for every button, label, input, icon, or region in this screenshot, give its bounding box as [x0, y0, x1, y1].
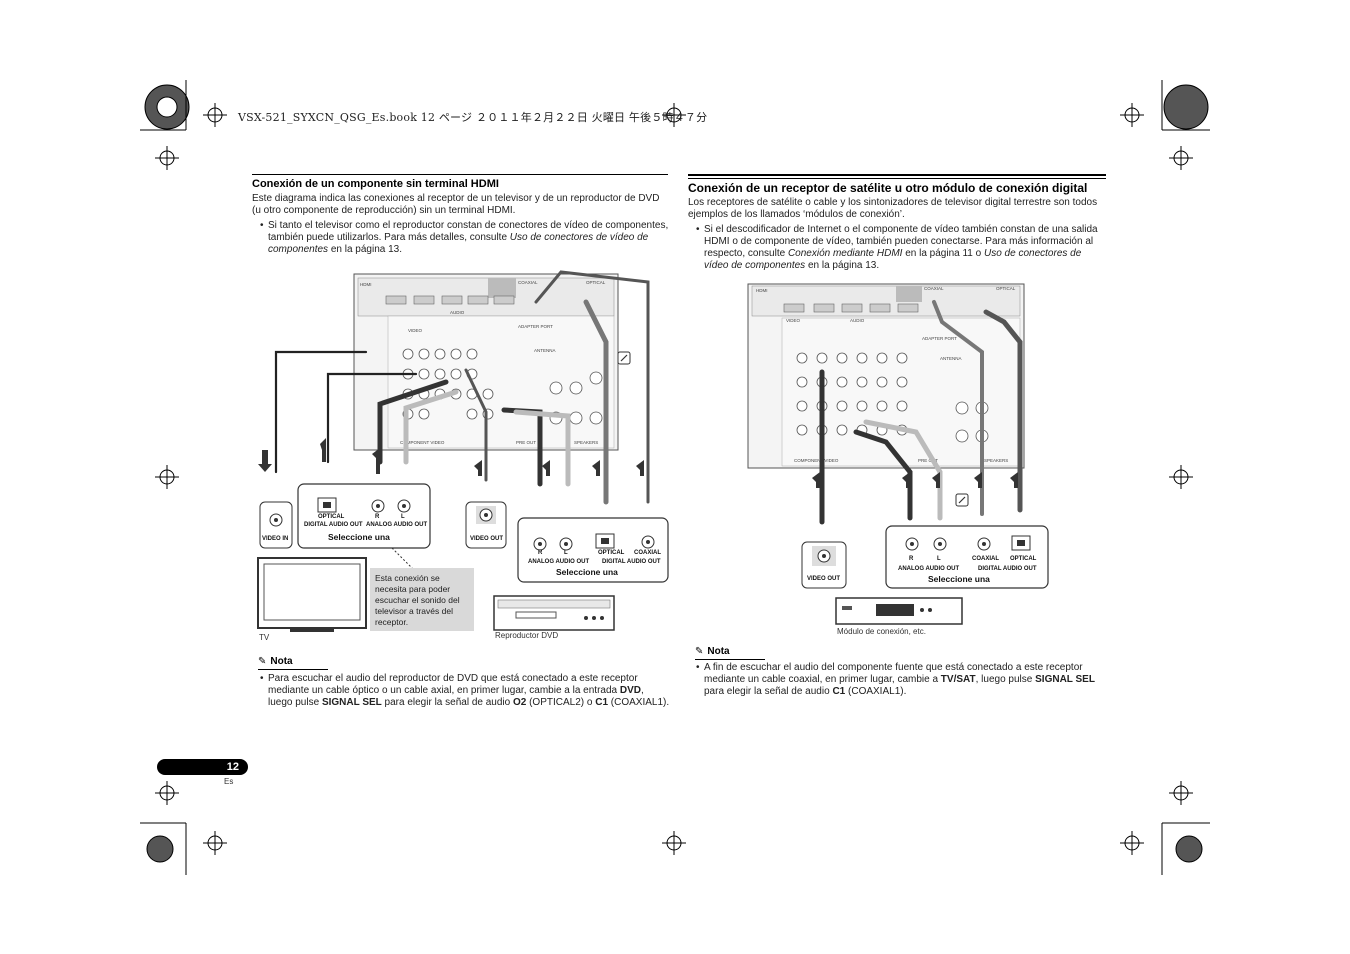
- tv-caption: TV: [259, 633, 270, 642]
- tv-r-label: R: [375, 514, 380, 520]
- svg-text:OPTICAL: OPTICAL: [996, 286, 1016, 291]
- tv-digital-audio-out-label: DIGITAL AUDIO OUT: [304, 522, 363, 528]
- left-bullet: • Si tanto el televisor como el reproduc…: [260, 220, 669, 255]
- crosshair-target-icon: [155, 465, 179, 489]
- tv-video-in-label: VIDEO IN: [262, 536, 288, 542]
- left-nota-rule: [258, 669, 328, 670]
- left-section-title: Conexión de un componente sin terminal H…: [252, 178, 499, 190]
- pencil-note-icon: [617, 351, 631, 365]
- crosshair-target-icon: [203, 831, 227, 855]
- svg-text:COMPONENT VIDEO: COMPONENT VIDEO: [794, 458, 839, 463]
- tv-analog-audio-out-label: ANALOG AUDIO OUT: [366, 522, 427, 528]
- registration-starburst-icon: [1175, 835, 1203, 863]
- pencil-note-icon: ✎: [258, 656, 267, 667]
- svg-text:ANTENNA: ANTENNA: [534, 348, 556, 353]
- right-nota-title: ✎Nota: [695, 646, 730, 657]
- crosshair-target-icon: [1120, 103, 1144, 127]
- svg-text:VIDEO: VIDEO: [786, 318, 801, 323]
- module-analog-audio-out-label: ANALOG AUDIO OUT: [898, 566, 959, 572]
- dvd-analog-audio-out-label: ANALOG AUDIO OUT: [528, 559, 589, 565]
- crosshair-target-icon: [662, 103, 686, 127]
- svg-text:ANTENNA: ANTENNA: [940, 356, 962, 361]
- right-top-rule-2: [688, 178, 1106, 179]
- dvd-player-icon: [493, 595, 615, 631]
- svg-text:SPEAKERS: SPEAKERS: [984, 458, 1008, 463]
- crosshair-target-icon: [662, 831, 686, 855]
- tv-l-label: L: [401, 514, 405, 520]
- right-top-rule: [688, 174, 1106, 176]
- module-caption: Módulo de conexión, etc.: [837, 627, 926, 636]
- set-top-box-icon: [835, 597, 963, 625]
- svg-text:HDMI: HDMI: [360, 282, 372, 287]
- svg-text:AUDIO: AUDIO: [850, 318, 865, 323]
- crosshair-target-icon: [1169, 781, 1193, 805]
- registration-starburst-icon: [146, 835, 174, 863]
- tv-connection-note: Esta conexión se necesita para poder esc…: [370, 568, 474, 631]
- crosshair-target-icon: [155, 781, 179, 805]
- svg-text:PRE OUT: PRE OUT: [516, 440, 536, 445]
- svg-text:VIDEO: VIDEO: [408, 328, 423, 333]
- svg-text:SPEAKERS: SPEAKERS: [574, 440, 598, 445]
- dvd-l-label: L: [564, 550, 568, 556]
- crosshair-target-icon: [203, 103, 227, 127]
- dvd-select-one-label: Seleccione una: [556, 567, 618, 577]
- pencil-note-icon: [955, 493, 969, 507]
- module-l-label: L: [937, 556, 941, 562]
- module-digital-audio-out-label: DIGITAL AUDIO OUT: [978, 566, 1037, 572]
- right-intro: Los receptores de satélite o cable y los…: [688, 197, 1098, 220]
- module-optical-label: OPTICAL: [1010, 556, 1037, 562]
- svg-text:PRE OUT: PRE OUT: [918, 458, 938, 463]
- dvd-video-out-label: VIDEO OUT: [470, 536, 503, 542]
- svg-text:ADAPTER PORT: ADAPTER PORT: [922, 336, 957, 341]
- svg-text:COAXIAL: COAXIAL: [518, 280, 538, 285]
- module-r-label: R: [909, 556, 914, 562]
- crosshair-target-icon: [155, 146, 179, 170]
- module-coaxial-label: COAXIAL: [972, 556, 999, 562]
- right-section-title: Conexión de un receptor de satélite u ot…: [688, 181, 1088, 195]
- module-select-one-label: Seleccione una: [928, 574, 990, 584]
- right-connection-diagram: HDMI VIDEO AUDIO ADAPTER PORT ANTENNA CO…: [747, 283, 1049, 625]
- svg-text:ADAPTER PORT: ADAPTER PORT: [518, 324, 553, 329]
- module-video-out-label: VIDEO OUT: [807, 576, 840, 582]
- registration-starburst-icon: [1163, 84, 1209, 130]
- dvd-r-label: R: [538, 550, 543, 556]
- pencil-note-icon: ✎: [695, 646, 704, 657]
- dvd-caption: Reproductor DVD: [495, 631, 559, 640]
- file-header: VSX-521_SYXCN_QSG_Es.book 12 ページ ２０１１年２月…: [238, 111, 708, 124]
- crosshair-target-icon: [1169, 146, 1193, 170]
- left-connection-diagram: HDMI VIDEO AUDIO ADAPTER PORT ANTENNA CO…: [257, 270, 669, 632]
- svg-text:COMPONENT VIDEO: COMPONENT VIDEO: [400, 440, 445, 445]
- page-number: 12: [157, 759, 248, 775]
- svg-text:COAXIAL: COAXIAL: [924, 286, 944, 291]
- svg-text:AUDIO: AUDIO: [450, 310, 465, 315]
- crosshair-target-icon: [1120, 831, 1144, 855]
- svg-text:OPTICAL: OPTICAL: [586, 280, 606, 285]
- left-nota-text: • Para escuchar el audio del reproductor…: [260, 673, 670, 708]
- right-nota-rule: [695, 659, 765, 660]
- dvd-digital-audio-out-label: DIGITAL AUDIO OUT: [602, 559, 661, 565]
- tv-optical-label: OPTICAL: [318, 514, 345, 520]
- tv-select-one-label: Seleccione una: [328, 532, 390, 542]
- dvd-optical-label: OPTICAL: [598, 550, 625, 556]
- right-nota-text: • A fin de escuchar el audio del compone…: [696, 662, 1095, 697]
- tv-icon: [257, 557, 367, 632]
- left-top-rule: [252, 174, 668, 175]
- crosshair-target-icon: [1169, 465, 1193, 489]
- svg-text:HDMI: HDMI: [756, 288, 768, 293]
- registration-starburst-icon: [144, 84, 190, 130]
- page-language: Es: [224, 777, 234, 786]
- right-bullet: • Si el descodificador de Internet o el …: [696, 224, 1098, 271]
- dvd-coaxial-label: COAXIAL: [634, 550, 661, 556]
- left-nota-title: ✎Nota: [258, 656, 293, 667]
- left-intro: Este diagrama indica las conexiones al r…: [252, 193, 660, 216]
